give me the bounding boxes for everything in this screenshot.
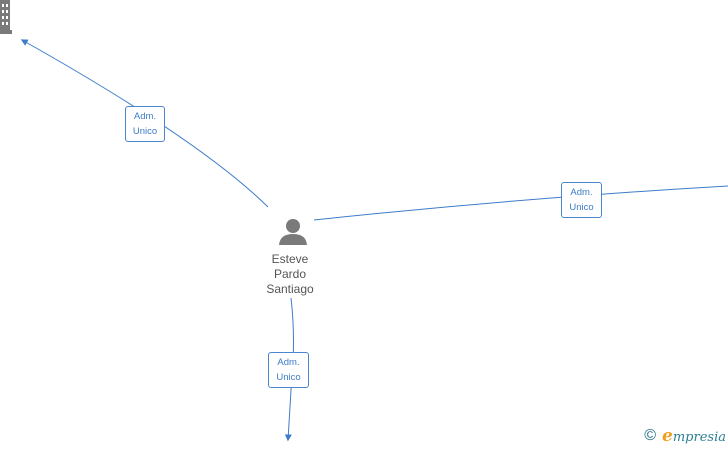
- edge-label-line: Unico: [569, 202, 594, 213]
- person-name-line: Santiago: [266, 282, 314, 296]
- edge-top-left[interactable]: [20, 39, 269, 208]
- edge-label-line: Unico: [132, 126, 158, 137]
- building-icon[interactable]: [0, 0, 12, 34]
- edge-label-line: Adm.: [277, 357, 300, 368]
- person-name-line: Esteve: [271, 252, 309, 266]
- edge-label-bottom[interactable]: Adm. Unico: [268, 352, 309, 388]
- brand-watermark: © empresia: [644, 426, 726, 446]
- person-name[interactable]: Esteve Pardo Santiago: [250, 252, 330, 297]
- edge-label-line: Adm.: [570, 187, 593, 198]
- person-name-line: Pardo: [273, 267, 307, 281]
- person-icon[interactable]: [279, 219, 307, 245]
- edge-bottom[interactable]: [284, 297, 294, 442]
- brand-logo: empresia: [662, 426, 726, 446]
- edge-label-right[interactable]: Adm. Unico: [561, 182, 602, 218]
- edge-label-line: Unico: [276, 372, 301, 383]
- brand-logo-text: mpresia: [672, 430, 726, 445]
- edge-label-top-left[interactable]: Adm. Unico: [125, 106, 165, 142]
- edge-right[interactable]: [313, 185, 728, 221]
- edge-label-line: Adm.: [133, 111, 157, 122]
- copyright-symbol: ©: [644, 427, 657, 444]
- brand-logo-initial: e: [662, 426, 673, 446]
